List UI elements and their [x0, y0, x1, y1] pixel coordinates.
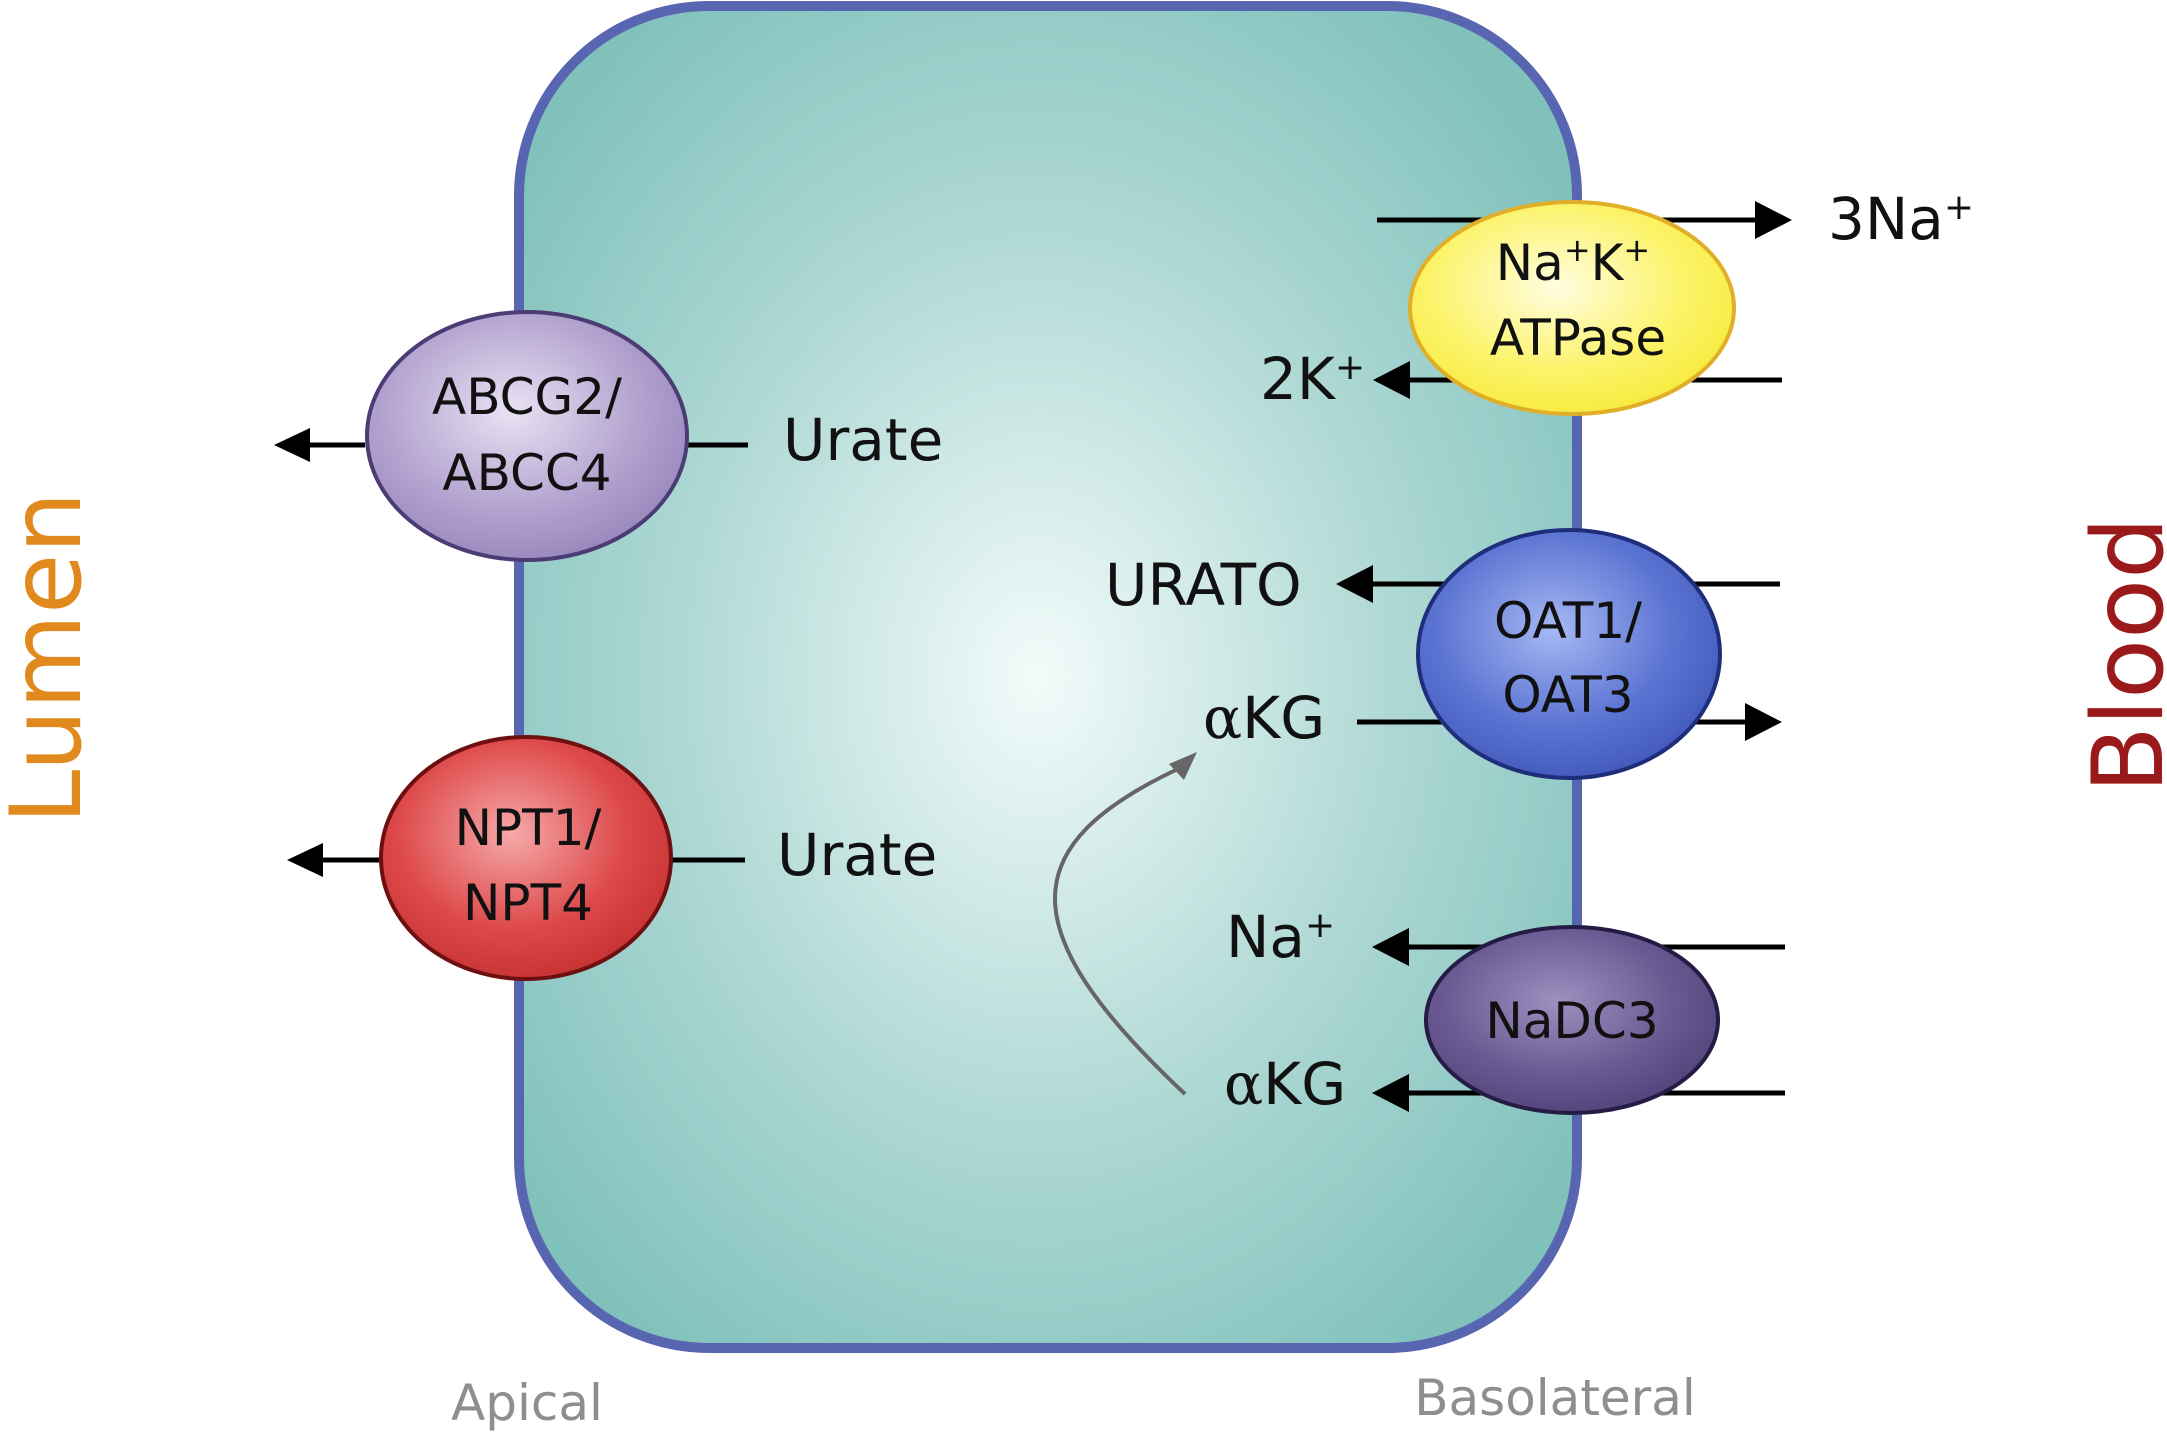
abcg2-label-line1: ABCG2/ — [432, 368, 622, 426]
akg-oat-text: KG — [1242, 684, 1325, 752]
atpase-ions-label: Na+K+ — [1496, 231, 1650, 292]
atpase-na-symbol: Na — [1496, 234, 1564, 292]
npt-label-line2: NPT4 — [463, 874, 593, 932]
abcg2-efflux-arrowhead — [274, 428, 310, 462]
npt-efflux-arrowhead — [287, 843, 323, 877]
nadc3-transporter — [1424, 925, 1720, 1115]
nadc3-label: NaDC3 — [1485, 992, 1658, 1050]
three-na-label: 3Na+ — [1828, 185, 1974, 253]
oat-label-line2: OAT3 — [1502, 666, 1633, 724]
urate-top-label: Urate — [783, 406, 943, 474]
three-na-text: 3Na — [1828, 185, 1944, 253]
abcg2-abcc4-transporter — [365, 310, 689, 562]
apical-label: Apical — [451, 1374, 603, 1432]
nadc3-akg-arrowhead — [1372, 1074, 1409, 1112]
atpase-na-arrowhead — [1755, 201, 1792, 239]
akg-nadc3-label: αKG — [1224, 1050, 1346, 1118]
atpase-k-charge: + — [1623, 231, 1650, 269]
akg-recycle-curve — [1053, 766, 1187, 1096]
oat-akg-arrowhead — [1745, 703, 1782, 741]
oat1-oat3-transporter — [1416, 528, 1722, 780]
atpase-label: ATPase — [1490, 309, 1666, 367]
akg-recycle-arrowhead — [1169, 752, 1197, 780]
two-k-label: 2K+ — [1260, 345, 1365, 413]
akg-oat-label: αKG — [1203, 684, 1325, 752]
akg-nadc3-alpha: α — [1224, 1050, 1263, 1118]
oat-label-line1: OAT1/ — [1494, 592, 1642, 650]
npt1-npt4-transporter — [379, 735, 673, 981]
two-k-text: 2K — [1260, 345, 1337, 413]
basolateral-label: Basolateral — [1414, 1369, 1696, 1427]
two-k-charge: + — [1335, 347, 1365, 388]
lumen-label: Lumen — [0, 492, 104, 825]
na-k-atpase-transporter — [1408, 200, 1736, 416]
oat-urate-arrowhead — [1336, 565, 1373, 603]
akg-nadc3-text: KG — [1263, 1050, 1346, 1118]
na-text: Na — [1226, 903, 1305, 971]
three-na-charge: + — [1944, 187, 1974, 228]
na-label: Na+ — [1226, 903, 1335, 971]
cell-body — [514, 1, 1582, 1353]
atpase-k-arrowhead — [1373, 361, 1410, 399]
blood-label: Blood — [2072, 517, 2167, 794]
atpase-k-symbol: K — [1591, 234, 1625, 292]
urate-bottom-label: Urate — [777, 821, 937, 889]
akg-oat-alpha: α — [1203, 684, 1242, 752]
npt-label-line1: NPT1/ — [455, 799, 602, 857]
nadc3-na-arrowhead — [1372, 928, 1409, 966]
atpase-na-charge: + — [1564, 231, 1591, 269]
urato-label: URATO — [1105, 551, 1302, 619]
abcg2-label-line2: ABCC4 — [442, 444, 611, 502]
na-charge: + — [1305, 905, 1335, 946]
